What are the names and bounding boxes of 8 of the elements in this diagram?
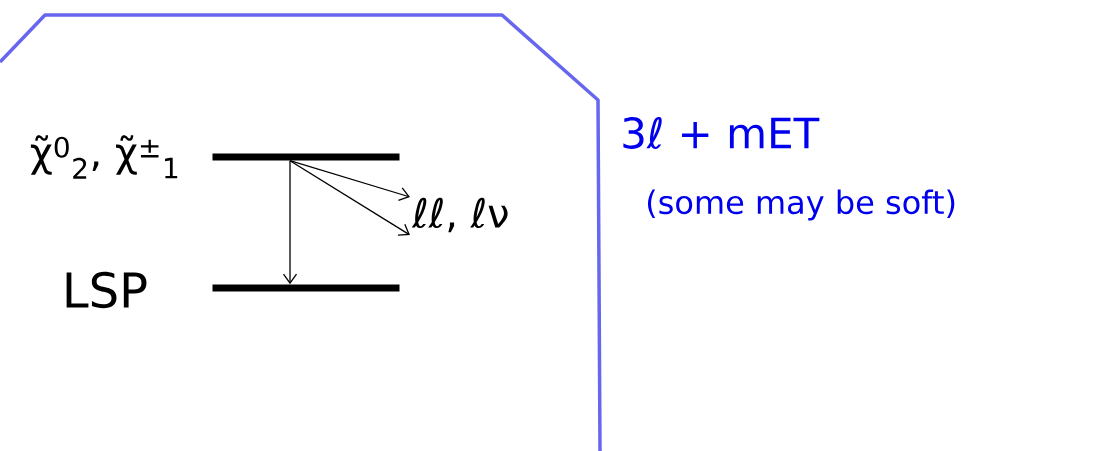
arrow: [282, 160, 298, 285]
arrow: [289, 160, 410, 236]
level-label: LSP: [66, 271, 147, 309]
signature-label: 3ℓ + mET: [623, 117, 820, 149]
arrow: [289, 160, 410, 201]
note-label: (some may be soft): [647, 189, 955, 221]
decay-products-label: ℓℓ, ℓν: [411, 197, 508, 233]
level-label: χ̃$^{0}$$_{2}$, χ̃$^{±}$1: [30, 135, 178, 179]
